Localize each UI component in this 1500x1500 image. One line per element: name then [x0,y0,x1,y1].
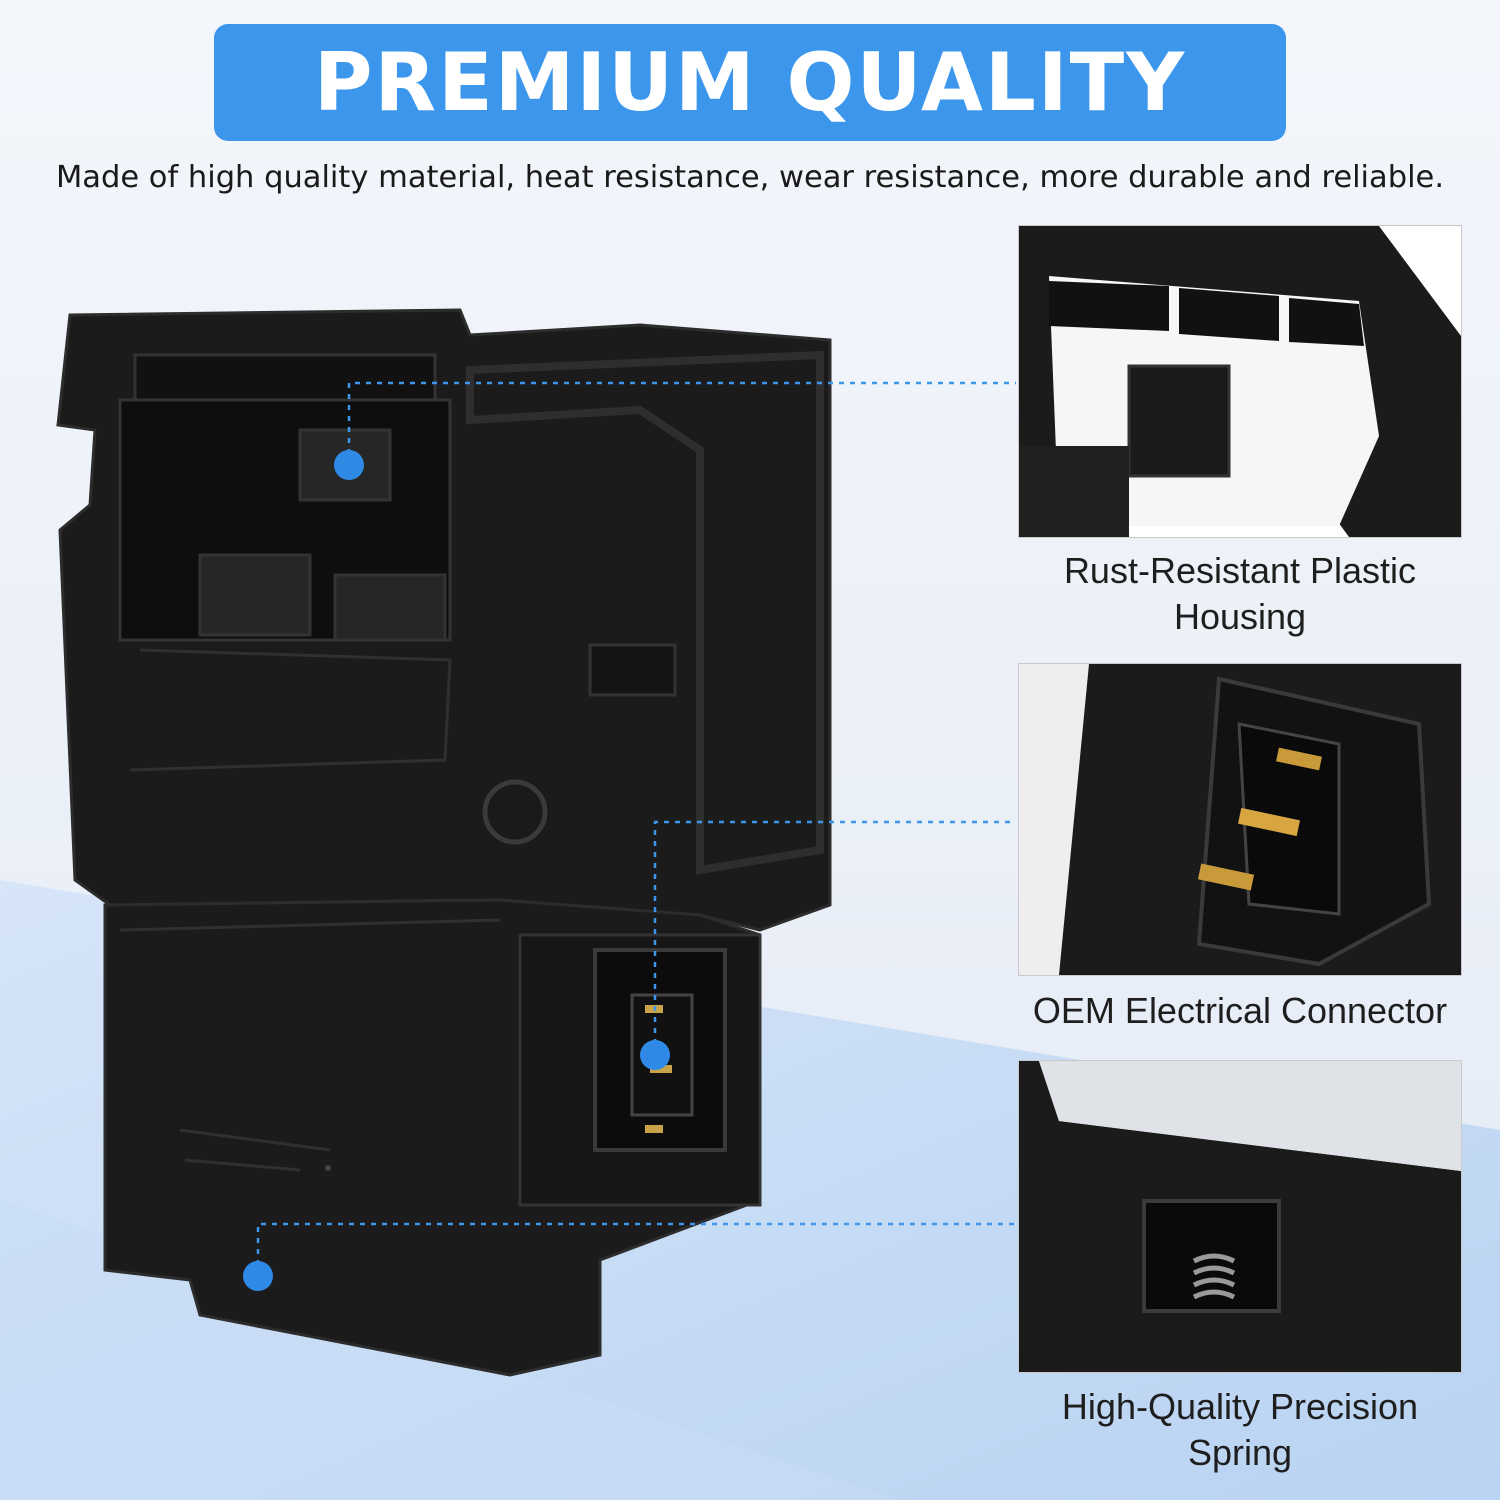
detail-panel-spring [1018,1060,1462,1373]
caption-connector-line1: OEM Electrical Connector [1032,990,1448,1031]
caption-housing-line2: Housing [1173,596,1307,638]
caption-housing-line1: Rust-Resistant Plastic [1063,550,1417,591]
title-banner: PREMIUM QUALITY [214,24,1286,141]
detail-panel-housing [1018,225,1462,538]
door-lock-product-image [56,308,832,1377]
subtitle: Made of high quality material, heat resi… [55,160,1445,195]
caption-spring-line2: Spring [1187,1432,1293,1474]
banner-title: PREMIUM QUALITY [313,35,1187,129]
caption-spring-line1: High-Quality Precision [1061,1386,1419,1427]
caption-housing: Rust-Resistant Plastic Housing [990,548,1490,640]
caption-spring: High-Quality Precision Spring [990,1384,1490,1476]
detail-panel-connector [1018,663,1462,976]
caption-connector: OEM Electrical Connector [990,988,1490,1034]
